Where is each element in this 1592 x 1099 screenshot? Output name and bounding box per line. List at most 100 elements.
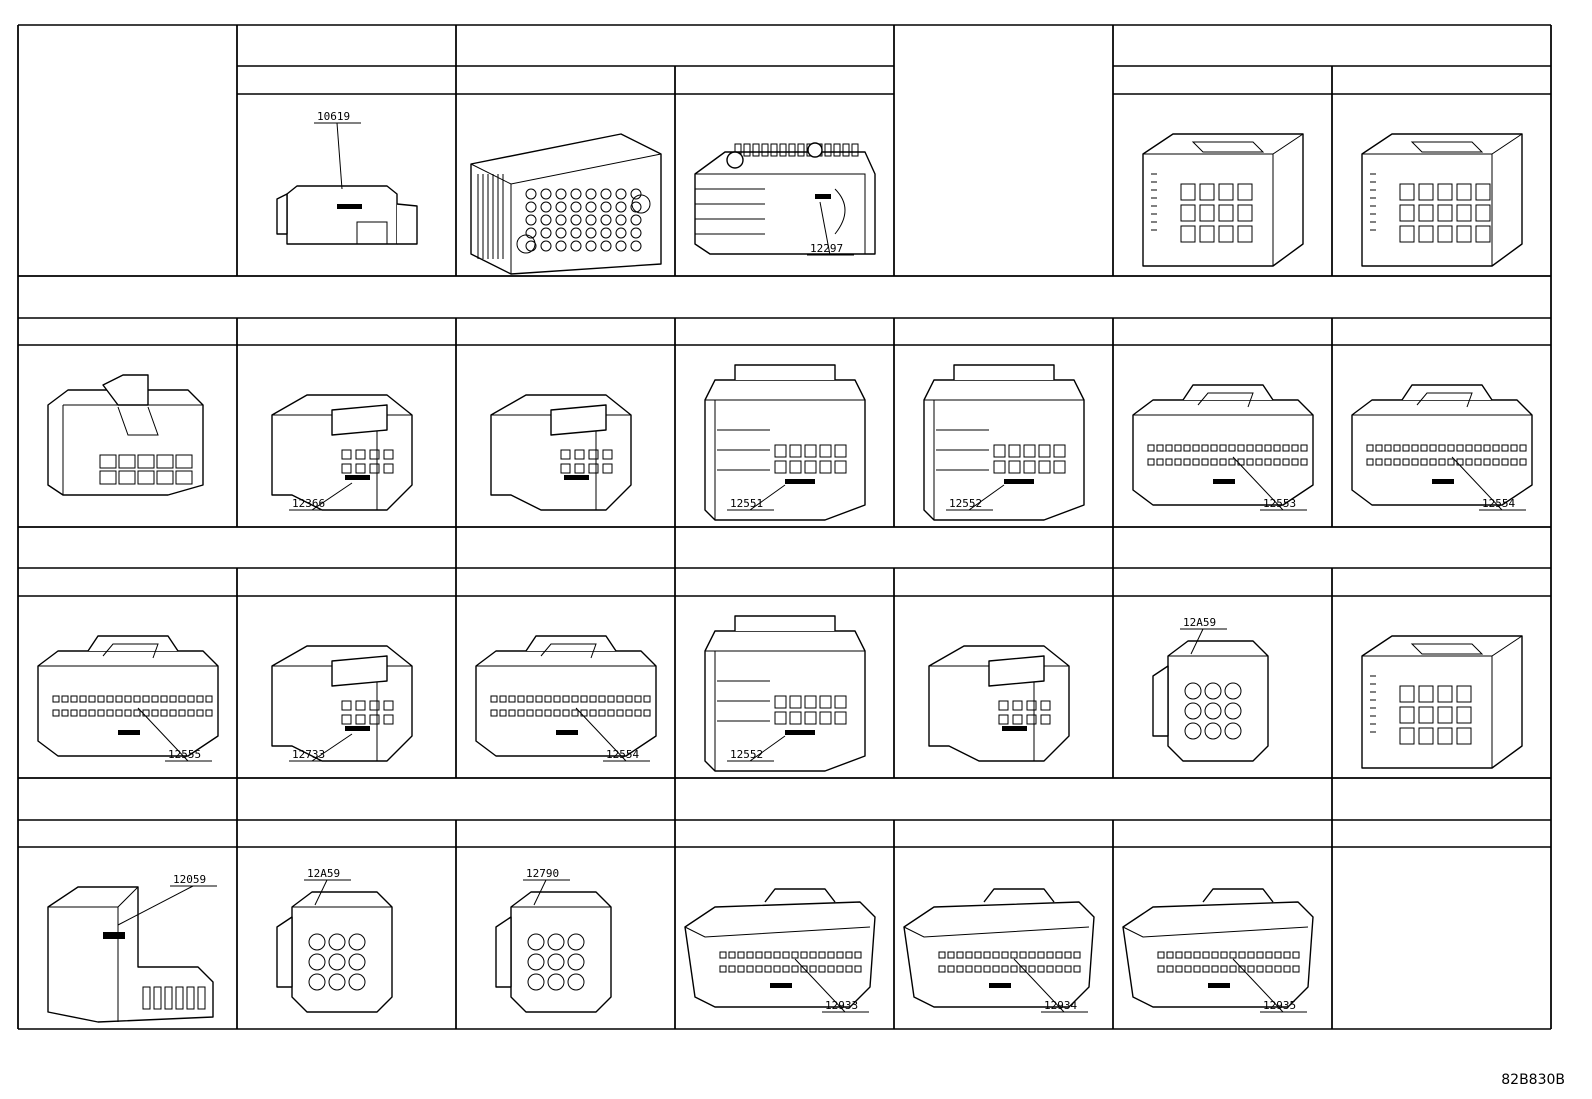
- part-number: [1113, 318, 1332, 345]
- section-header: [237, 778, 675, 820]
- part-number: [18, 820, 237, 847]
- part-number: [18, 318, 237, 345]
- connector-drawing: 12A59: [1152, 616, 1269, 762]
- connector-illustration: [456, 94, 675, 276]
- part-number: [237, 568, 456, 596]
- part-callout-label: 12934: [1044, 999, 1077, 1012]
- part-number: [675, 318, 894, 345]
- section-header: [456, 527, 675, 568]
- connector-drawing: 12059: [47, 873, 217, 1023]
- part-number: [894, 820, 1113, 847]
- part-callout-label: 12297: [810, 242, 843, 255]
- section-header: [1113, 25, 1551, 66]
- section-header: [237, 25, 456, 66]
- part-callout-label: 12551: [730, 497, 763, 510]
- part-number: [675, 66, 894, 94]
- section-header: [675, 527, 1113, 568]
- part-number: [1332, 568, 1551, 596]
- part-number: [237, 820, 456, 847]
- part-number: [456, 318, 675, 345]
- connector-drawing: [928, 645, 1070, 762]
- part-number: [675, 568, 894, 596]
- part-number: [1113, 66, 1332, 94]
- connector-illustration: 12553: [1113, 345, 1332, 527]
- connector-drawing: [490, 394, 632, 511]
- diagram-code: 82B830B: [1501, 1072, 1565, 1088]
- connector-drawing: 12A59: [276, 867, 393, 1013]
- part-number: [675, 820, 894, 847]
- part-number: [1113, 820, 1332, 847]
- part-callout-label: 12555: [168, 748, 201, 761]
- part-number: [1332, 66, 1551, 94]
- part-number: [237, 318, 456, 345]
- connector-illustration: [18, 345, 237, 527]
- connector-drawing: 12553: [1132, 384, 1314, 511]
- connector-drawing: 12554: [1351, 384, 1533, 511]
- part-number: [456, 568, 675, 596]
- connector-illustration: 12933: [675, 847, 894, 1029]
- part-callout-label: 12933: [825, 999, 858, 1012]
- connector-illustration: 12733: [237, 596, 456, 778]
- connector-drawing: 12934: [903, 888, 1095, 1013]
- section-header: [1332, 778, 1551, 820]
- connector-illustration: [1113, 94, 1332, 276]
- connector-illustration: [1332, 596, 1551, 778]
- connector-illustration: [1332, 94, 1551, 276]
- section-header: [18, 527, 456, 568]
- connector-drawing: 10619: [276, 110, 418, 245]
- part-number: [1113, 568, 1332, 596]
- part-callout-label: 12A59: [1183, 616, 1216, 629]
- part-number: [237, 66, 456, 94]
- connector-drawing: [470, 133, 662, 275]
- section-title: [18, 25, 237, 276]
- part-number: [894, 318, 1113, 345]
- part-callout-label: 12790: [526, 867, 559, 880]
- connector-drawing: 12790: [495, 867, 612, 1013]
- connector-drawing: 12552: [704, 615, 866, 772]
- part-callout-label: 12554: [606, 748, 639, 761]
- connector-drawing: [1142, 133, 1304, 267]
- part-number: [456, 820, 675, 847]
- connector-illustration: 12059: [18, 847, 237, 1029]
- connector-drawing: 12552: [923, 364, 1085, 521]
- part-number: [1332, 318, 1551, 345]
- connector-illustration: 10619: [237, 94, 456, 276]
- section-header: [456, 25, 894, 66]
- connector-illustration: [894, 596, 1113, 778]
- connector-illustration: 12A59: [237, 847, 456, 1029]
- connector-illustration: 12790: [456, 847, 675, 1029]
- connector-drawing: 12297: [694, 142, 876, 256]
- connector-drawing: [1361, 635, 1523, 769]
- connector-drawing: 12935: [1122, 888, 1314, 1013]
- connector-illustration: 12554: [456, 596, 675, 778]
- part-callout-label: 12366: [292, 497, 325, 510]
- connector-drawing: 12554: [475, 635, 657, 762]
- connector-illustration: 12366: [237, 345, 456, 527]
- connector-drawing: [1361, 133, 1523, 267]
- connector-illustration: 12555: [18, 596, 237, 778]
- connector-drawing: 12366: [271, 394, 413, 511]
- section-title: [894, 25, 1113, 276]
- connector-drawing: 12555: [37, 635, 219, 762]
- connector-drawing: 12551: [704, 364, 866, 521]
- section-header: [1113, 527, 1551, 568]
- connector-illustration: 12935: [1113, 847, 1332, 1029]
- part-callout-label: 12935: [1263, 999, 1296, 1012]
- part-callout-label: 12A59: [307, 867, 340, 880]
- part-callout-label: 12733: [292, 748, 325, 761]
- section-header: [675, 778, 1332, 820]
- part-callout-label: 12554: [1482, 497, 1515, 510]
- connector-illustration: 12552: [675, 596, 894, 778]
- section-header: [18, 276, 1551, 318]
- connector-illustration: 12297: [675, 94, 894, 276]
- connector-illustration: 12554: [1332, 345, 1551, 527]
- connector-drawing: 12933: [684, 888, 876, 1013]
- connector-illustration: 12551: [675, 345, 894, 527]
- part-callout-label: 12552: [730, 748, 763, 761]
- connector-illustration: 12552: [894, 345, 1113, 527]
- part-callout-label: 12552: [949, 497, 982, 510]
- connector-illustration: 12A59: [1113, 596, 1332, 778]
- part-callout-label: 10619: [317, 110, 350, 123]
- connector-illustration: [456, 345, 675, 527]
- part-number: [18, 568, 237, 596]
